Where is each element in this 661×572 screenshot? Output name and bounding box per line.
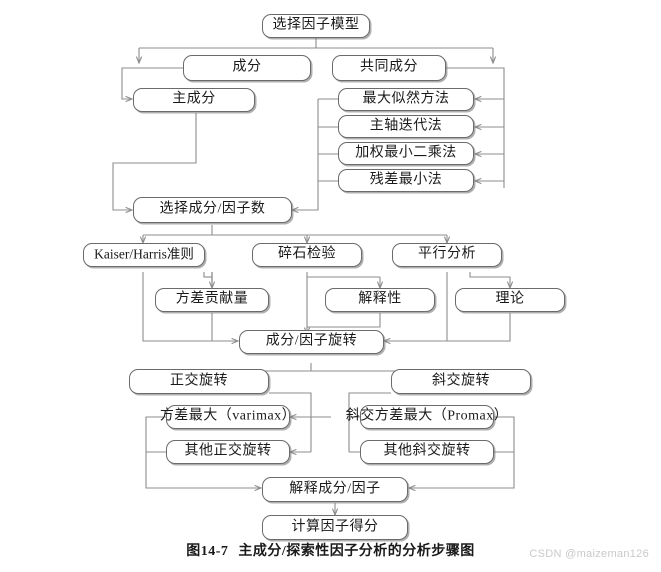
node-variance-contribution[interactable]: 方差贡献量 — [155, 288, 269, 312]
node-factor-scores[interactable]: 计算因子得分 — [262, 515, 408, 540]
node-min-residual[interactable]: 残差最小法 — [338, 169, 474, 192]
wire-obl-bus — [348, 392, 391, 452]
node-oblique-rotation[interactable]: 斜交旋转 — [391, 369, 531, 394]
node-rotation[interactable]: 成分/因子旋转 — [239, 330, 384, 354]
node-max-likelihood[interactable]: 最大似然方法 — [338, 88, 474, 111]
node-other-orthogonal[interactable]: 其他正交旋转 — [166, 440, 290, 464]
node-weighted-least-squares[interactable]: 加权最小二乘法 — [338, 142, 474, 165]
node-other-oblique[interactable]: 其他斜交旋转 — [360, 440, 494, 464]
figure-caption: 图14-7 主成分/探索性因子分析的分析步骤图 — [0, 540, 661, 560]
node-theory[interactable]: 理论 — [455, 288, 565, 312]
node-kaiser-harris[interactable]: Kaiser/Harris准则 — [83, 243, 205, 267]
figure-number: 图14-7 — [186, 544, 229, 559]
wire-principal-to-select — [112, 113, 197, 214]
node-components[interactable]: 成分 — [183, 55, 311, 81]
node-parallel-analysis[interactable]: 平行分析 — [392, 243, 502, 267]
node-principal-axis[interactable]: 主轴迭代法 — [338, 115, 474, 138]
node-interpretability[interactable]: 解释性 — [325, 288, 435, 312]
node-promax[interactable]: 斜交方差最大（Promax） — [346, 405, 508, 429]
figure-caption-text: 主成分/探索性因子分析的分析步骤图 — [238, 544, 475, 559]
wire-scree-left-join — [203, 272, 212, 278]
wire-orth-bus — [269, 392, 312, 452]
node-interpret[interactable]: 解释成分/因子 — [262, 477, 408, 502]
node-principal-components[interactable]: 主成分 — [133, 88, 255, 112]
wire-components-to-principal — [121, 67, 183, 103]
wire-methods-to-select — [290, 99, 319, 214]
wire-kaiser-to-rotation — [142, 277, 240, 345]
node-common-components[interactable]: 共同成分 — [332, 55, 446, 81]
node-select-factor-model[interactable]: 选择因子模型 — [262, 14, 370, 38]
watermark: CSDN @maizeman126 — [529, 548, 649, 560]
wire-to-theory — [469, 272, 514, 290]
node-scree-test[interactable]: 碎石检验 — [252, 243, 362, 267]
node-select-number[interactable]: 选择成分/因子数 — [133, 197, 292, 223]
wire-common-bus — [446, 67, 505, 188]
node-varimax[interactable]: 方差最大（varimax） — [160, 405, 296, 429]
node-orthogonal-rotation[interactable]: 正交旋转 — [129, 369, 269, 394]
